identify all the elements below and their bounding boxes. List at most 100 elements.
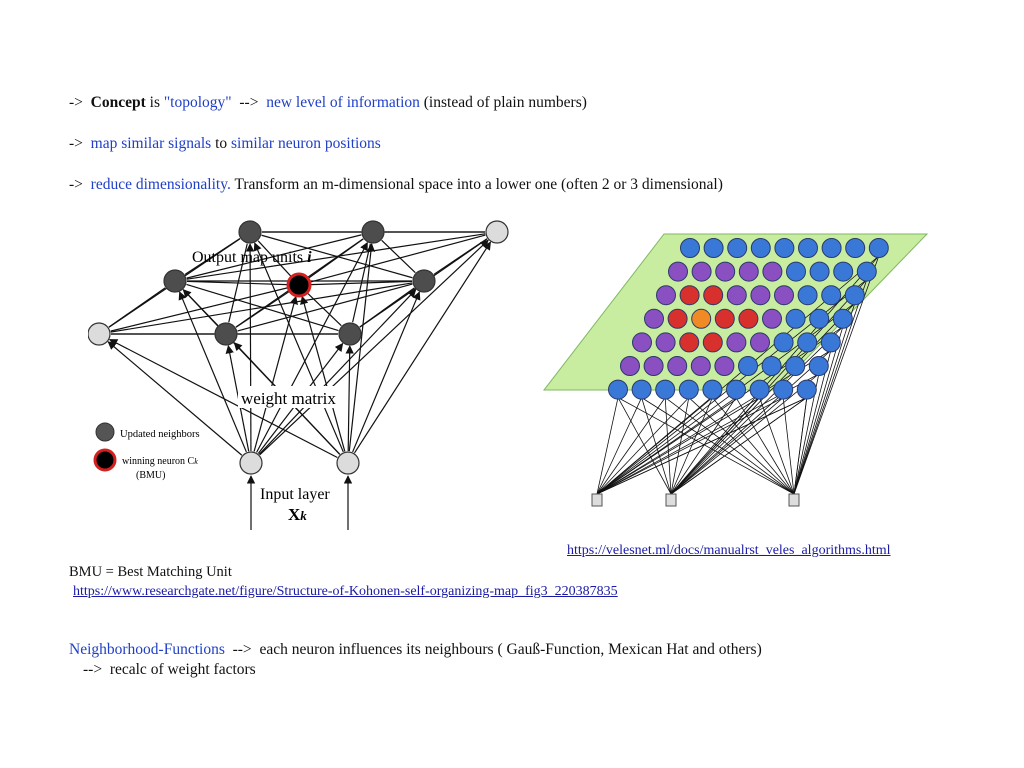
lattice-neuron [833, 309, 852, 328]
lattice-neuron [728, 239, 747, 258]
lattice-neuron [797, 380, 816, 399]
neuron-light [88, 323, 110, 345]
lattice-neuron [704, 286, 723, 305]
neuron-updated [339, 323, 361, 345]
input-node [789, 494, 799, 506]
connection-line [250, 244, 251, 451]
lattice-neuron [750, 380, 769, 399]
lattice-neuron [762, 357, 781, 376]
neuron-updated [215, 323, 237, 345]
lattice-neuron [787, 262, 806, 281]
lattice-neuron [798, 286, 817, 305]
researchgate-link[interactable]: https://www.researchgate.net/figure/Stru… [73, 582, 618, 602]
lattice-neuron [739, 262, 758, 281]
lattice-neuron [692, 262, 711, 281]
neuron-updated [164, 270, 186, 292]
legend-updated-swatch [96, 423, 114, 441]
connection-line [302, 297, 345, 452]
connection-line [254, 297, 296, 452]
kohonen-structure-figure: Output map units i weight matrix Input l… [88, 218, 512, 530]
is-word: is [146, 94, 164, 111]
lattice-neuron [644, 357, 663, 376]
lattice-neuron [657, 286, 676, 305]
recalc-line: --> recalc of weight factors [83, 660, 256, 680]
concept-word: Concept [91, 94, 146, 111]
lattice-neuron [775, 239, 794, 258]
lattice-neuron [679, 380, 698, 399]
connection-line [353, 292, 420, 452]
neighborhood-term: Neighborhood-Functions [69, 641, 225, 658]
topology-term: "topology" [164, 94, 232, 111]
bmu-neuron [288, 274, 310, 296]
recalc-arrow: --> [83, 661, 102, 678]
lattice-neuron [739, 357, 758, 376]
lattice-neuron [810, 309, 829, 328]
lattice-neuron [786, 357, 805, 376]
lattice-neuron [857, 262, 876, 281]
neighborhood-line: Neighborhood-Functions --> each neuron i… [69, 640, 762, 660]
lattice-neuron [715, 309, 734, 328]
lattice-neuron [681, 239, 700, 258]
neuron-positions-term: similar neuron positions [231, 135, 381, 152]
neuron-light [240, 452, 262, 474]
connection-line [308, 293, 342, 325]
input-connection [671, 398, 783, 494]
lattice-neuron [632, 380, 651, 399]
neighborhood-text: each neuron influences its neighbours ( … [259, 641, 761, 658]
neuron-updated [362, 221, 384, 243]
lattice-neuron [763, 262, 782, 281]
input-connection [597, 398, 642, 494]
neighborhood-arrow: --> [225, 641, 260, 658]
input-connection [794, 398, 807, 494]
lattice-neuron [774, 380, 793, 399]
lattice-neuron [691, 357, 710, 376]
lattice-neuron [810, 262, 829, 281]
lattice-neuron [656, 380, 675, 399]
lattice-neuron [809, 357, 828, 376]
lattice-neuron [775, 286, 794, 305]
lattice-neuron [822, 286, 841, 305]
connection-line [236, 292, 289, 328]
lattice-neuron [799, 239, 818, 258]
lattice-neuron [751, 333, 770, 352]
weight-matrix-label: weight matrix [241, 389, 336, 408]
bullet-arrow-2: --> [232, 94, 267, 111]
recalc-text: recalc of weight factors [102, 661, 256, 678]
lattice-neuron [703, 333, 722, 352]
bullet-tail: Transform an m-dimensional space into a … [231, 176, 723, 193]
legend-winning-label: winning neuron Ck [122, 456, 198, 467]
bullet-arrow: -> [69, 176, 83, 193]
to-word: to [211, 135, 231, 152]
lattice-neuron [727, 380, 746, 399]
velesnet-link[interactable]: https://velesnet.ml/docs/manualrst_veles… [567, 543, 891, 559]
neuron-updated [239, 221, 261, 243]
lattice-neuron [798, 333, 817, 352]
lattice-neuron [845, 286, 864, 305]
input-connection [597, 398, 760, 494]
bullet-dimensionality: -> reduce dimensionality. Transform an m… [69, 175, 723, 195]
lattice-neuron [668, 357, 687, 376]
bullet-mapping: -> map similar signals to similar neuron… [69, 134, 381, 154]
bullet-tail: (instead of plain numbers) [420, 94, 587, 111]
lattice-neuron [869, 239, 888, 258]
connection-line [349, 244, 371, 451]
lattice-neuron [846, 239, 865, 258]
lattice-neuron [727, 286, 746, 305]
lattice-neuron [763, 309, 782, 328]
input-node [666, 494, 676, 506]
input-nodes [592, 494, 799, 506]
lattice-neuron [786, 309, 805, 328]
bullet-arrow: -> [69, 135, 83, 152]
lattice-neuron [633, 333, 652, 352]
reduce-term: reduce dimensionality. [91, 176, 231, 193]
som-lattice-figure [540, 228, 932, 512]
connection-line [180, 292, 247, 452]
lattice-neuron [822, 239, 841, 258]
map-similar-term: map similar signals [91, 135, 212, 152]
neuron-light [486, 221, 508, 243]
lattice-neuron [751, 286, 770, 305]
lattice-neuron [656, 333, 675, 352]
lattice-neuron [716, 262, 735, 281]
connection-line [109, 288, 165, 327]
lattice-neuron [774, 333, 793, 352]
